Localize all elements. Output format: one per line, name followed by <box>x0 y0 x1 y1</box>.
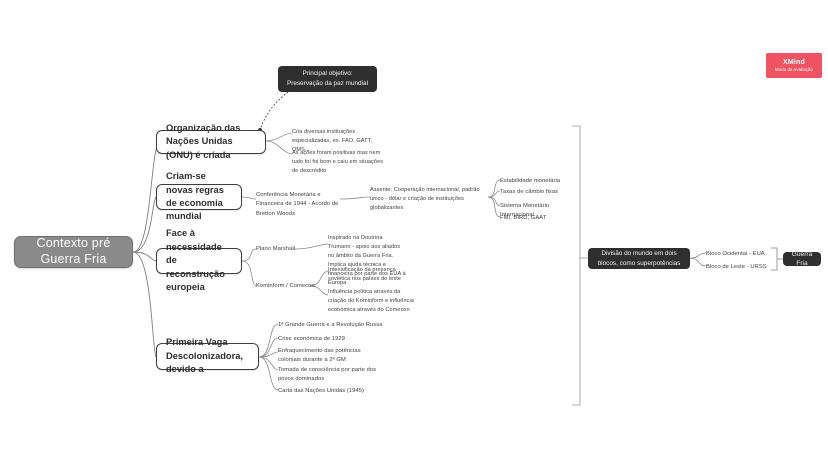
main-topic-economia: Criam-se novas regras de economia mundia… <box>156 171 242 221</box>
leaf-plano-marshall: Plano Marshall <box>256 246 296 252</box>
leaf-marshall-detail: Inspirado na Doutrina Trumann - apoio ao… <box>328 235 406 287</box>
leaf-kominform-presenca: Intensificação da presença soviética nos… <box>328 267 401 283</box>
leaf-bretton-assente: Assente: Cooperação internacional, padrã… <box>370 187 480 212</box>
leaf-bloco-ocidental: Bloco Ocidental - EUA <box>706 251 765 257</box>
leaf-fmi-bird-gaat: FMI, BIRD, GAAT <box>500 215 547 221</box>
leaf-taxas-cambio: Taxas de câmbio fixas <box>500 189 559 195</box>
leaf-onu-actions: As ações foram positivas mas nem tudo fo… <box>292 150 384 175</box>
result-topic-label: Guerra Fria <box>791 250 813 267</box>
callout-main-objective: Principal objetivo: Preservação da paz m… <box>278 66 377 92</box>
watermark-subtitle: Modo de Avaliação <box>775 67 813 73</box>
leaf-enfraquecimento-potencias: Enfraquecimento das potências coloniais … <box>278 348 361 364</box>
callout-label: Principal objetivo: Preservação da paz m… <box>287 70 368 87</box>
main-topic-reconstrucao-label: Face à necessidade de reconstrução europ… <box>166 228 225 293</box>
leaf-kominform-comecon: Kominform / Comecon <box>256 283 315 289</box>
central-topic-label: Contexto pré Guerra Fria <box>36 236 111 266</box>
summary-topic-label: Divisão do mundo em dois blocos, como su… <box>597 249 681 267</box>
watermark-title: XMind <box>783 58 805 66</box>
leaf-onu-institutions: Cria diversas instituições especializada… <box>292 129 373 154</box>
leaf-kominform-influencia: Influência política através da criação d… <box>328 289 414 314</box>
result-topic-guerra-fria: Guerra Fria <box>783 250 821 267</box>
leaf-crise-1929: Crise económica de 1929 <box>278 336 345 342</box>
xmind-watermark: XMind Modo de Avaliação <box>766 53 822 78</box>
leaf-carta-nacoes-unidas: Carta das Nações Unidas (1945) <box>278 388 364 394</box>
leaf-estabilidade-monetaria: Estabilidade monetária <box>500 178 561 184</box>
main-topic-descolonizacao: Primeira Vaga Descolonizadora, devido a <box>156 337 259 374</box>
main-topic-descolonizacao-label: Primeira Vaga Descolonizadora, devido a <box>166 337 243 375</box>
leaf-bretton-woods: Conferência Monetária e Financeira de 19… <box>256 192 339 217</box>
leaf-primeira-guerra: 1ª Grande Guerra e a Revolução Russa <box>278 322 383 328</box>
main-topic-onu-label: Organização das Nações Unidas (ONU) é cr… <box>166 122 241 160</box>
main-topic-onu: Organização das Nações Unidas (ONU) é cr… <box>156 123 266 160</box>
central-topic: Contexto pré Guerra Fria <box>14 236 133 268</box>
summary-topic-divisao: Divisão do mundo em dois blocos, como su… <box>588 248 690 269</box>
leaf-tomada-consciencia: Tomada de consciência por parte dos povo… <box>278 367 377 383</box>
main-topic-reconstrucao: Face à necessidade de reconstrução europ… <box>156 228 242 292</box>
leaf-bloco-leste: Bloco de Leste - URSS <box>706 264 767 270</box>
leaf-sistema-monetario: Sistema Monetário Internacional <box>500 203 550 219</box>
main-topic-economia-label: Criam-se novas regras de economia mundia… <box>166 171 224 222</box>
